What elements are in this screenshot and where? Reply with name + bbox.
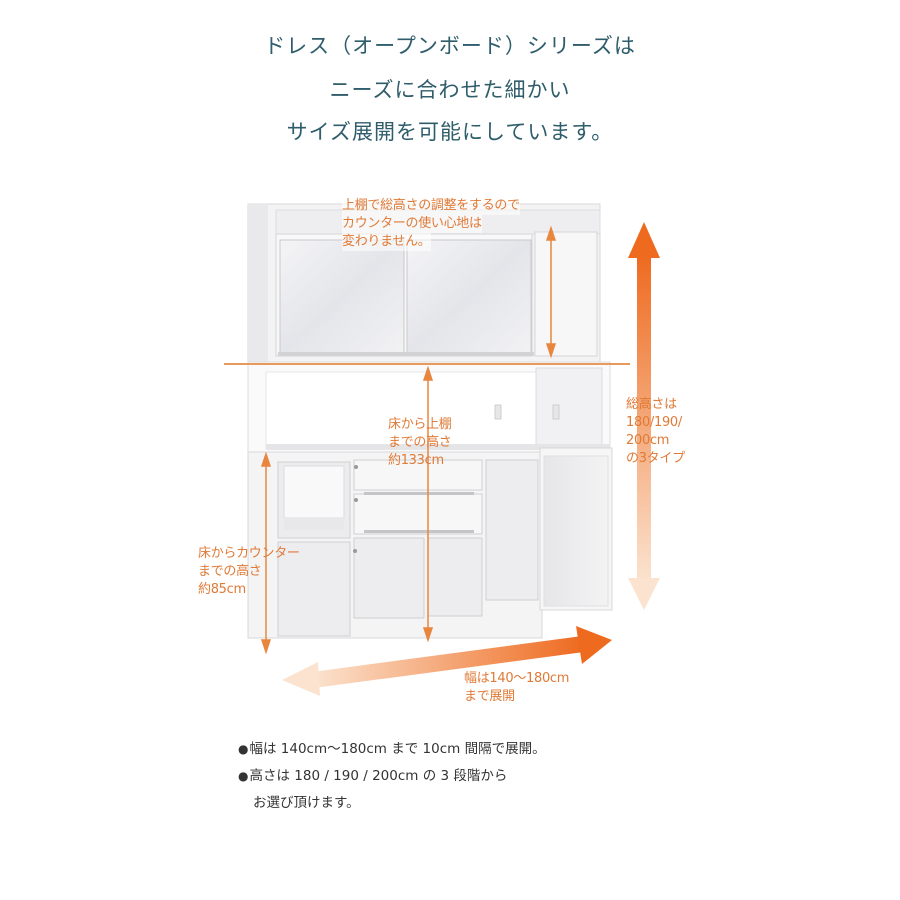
floor-to-top-shelf-annotation: 床から上棚 までの高さ 約133cm xyxy=(388,416,452,470)
heading-line-1: ドレス（オープンボード）シリーズは xyxy=(264,34,636,58)
total-height-line-3: 200cm xyxy=(626,433,670,448)
width-line-2: まで展開 xyxy=(464,689,515,704)
note-item-2: ●高さは 180 / 190 / 200cm の 3 段階から xyxy=(238,763,546,790)
note-item-2-continued: お選び頂けます。 xyxy=(253,795,360,811)
lower-cabinets xyxy=(247,447,613,639)
bullet-icon: ● xyxy=(238,742,249,756)
total-height-line-1: 総高さは xyxy=(626,397,677,412)
total-height-line-4: の3タイプ xyxy=(626,451,685,466)
floor-to-counter-line-3: 約85cm xyxy=(198,582,246,597)
floor-to-counter-line-1: 床からカウンター xyxy=(198,546,300,561)
floor-to-top-shelf-line-2: までの高さ xyxy=(388,435,452,450)
heading-line-3: サイズ展開を可能にしています。 xyxy=(286,120,614,144)
bullet-icon: ● xyxy=(238,769,249,783)
floor-to-counter-line-2: までの高さ xyxy=(198,564,262,579)
total-height-annotation: 総高さは 180/190/ 200cm の3タイプ xyxy=(626,396,685,468)
middle-open-area xyxy=(247,361,611,457)
floor-to-top-shelf-line-3: 約133cm xyxy=(388,453,444,468)
total-height-arrow xyxy=(628,222,660,610)
heading-line-2: ニーズに合わせた細かい xyxy=(329,78,571,102)
total-height-line-2: 180/190/ xyxy=(626,415,682,430)
top-shelf-note-line-1: 上棚で総高さの調整をするので xyxy=(342,197,520,215)
note-item-1-text: 幅は 140cm～180cm まで 10cm 間隔で展開。 xyxy=(249,741,546,757)
width-line-1: 幅は140～180cm xyxy=(464,671,570,686)
top-shelf-annotation: 上棚で総高さの調整をするので カウンターの使い心地は 変わりません。 xyxy=(342,197,520,251)
note-item-2-text: 高さは 180 / 190 / 200cm の 3 段階から xyxy=(249,768,508,784)
notes: ●幅は 140cm～180cm まで 10cm 間隔で展開。 ●高さは 180 … xyxy=(238,736,546,817)
top-shelf-note-line-2: カウンターの使い心地は xyxy=(342,215,482,233)
width-arrow xyxy=(282,626,612,696)
floor-to-top-shelf-line-1: 床から上棚 xyxy=(388,417,452,432)
width-annotation: 幅は140～180cm まで展開 xyxy=(464,670,569,706)
note-item-1: ●幅は 140cm～180cm まで 10cm 間隔で展開。 xyxy=(238,736,546,763)
floor-to-counter-annotation: 床からカウンター までの高さ 約85cm xyxy=(198,545,300,599)
dimension-lines xyxy=(260,225,557,655)
top-shelf-note-line-3: 変わりません。 xyxy=(342,233,431,251)
